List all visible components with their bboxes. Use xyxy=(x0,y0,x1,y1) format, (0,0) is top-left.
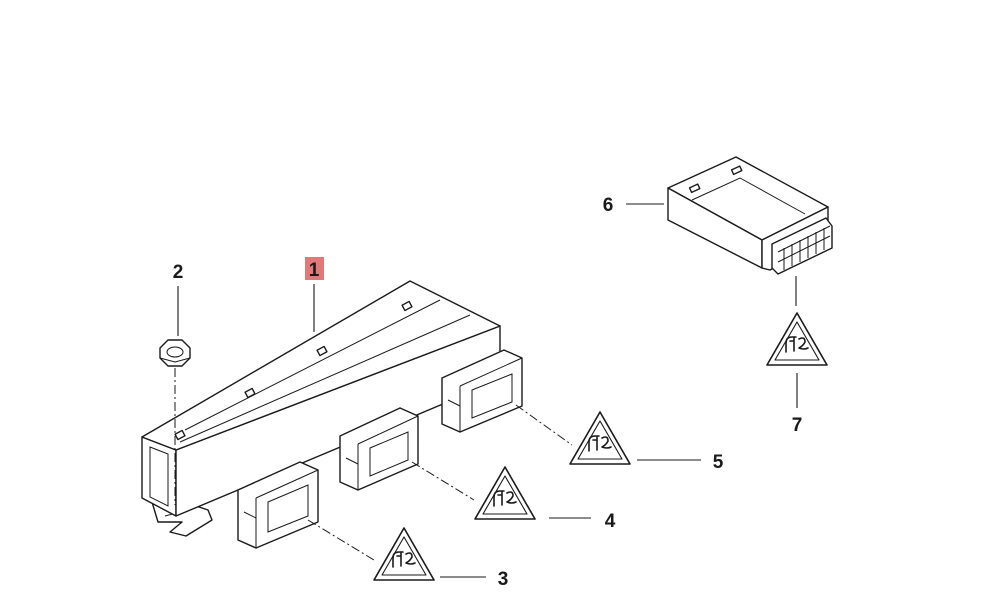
connector-line-a xyxy=(307,519,375,561)
esd-warning-icon xyxy=(474,466,536,520)
callout-3[interactable]: 3 xyxy=(498,569,509,590)
hex-nut-icon[interactable] xyxy=(159,339,191,505)
callout-1[interactable]: 1 xyxy=(309,260,320,281)
control-module-icon[interactable] xyxy=(141,280,523,549)
callout-6[interactable]: 6 xyxy=(603,195,614,216)
connector-module-icon[interactable] xyxy=(667,156,833,275)
callout-4[interactable]: 4 xyxy=(605,511,616,532)
esd-warning-icon xyxy=(766,312,828,366)
callout-5[interactable]: 5 xyxy=(713,452,724,473)
callout-2[interactable]: 2 xyxy=(173,262,184,283)
esd-warning-icon xyxy=(569,411,631,465)
callout-1-highlight xyxy=(305,257,324,280)
connector-line-b xyxy=(411,461,475,501)
callout-7[interactable]: 7 xyxy=(792,415,803,436)
esd-warning-icon xyxy=(373,527,435,581)
connector-line-c xyxy=(515,404,573,446)
